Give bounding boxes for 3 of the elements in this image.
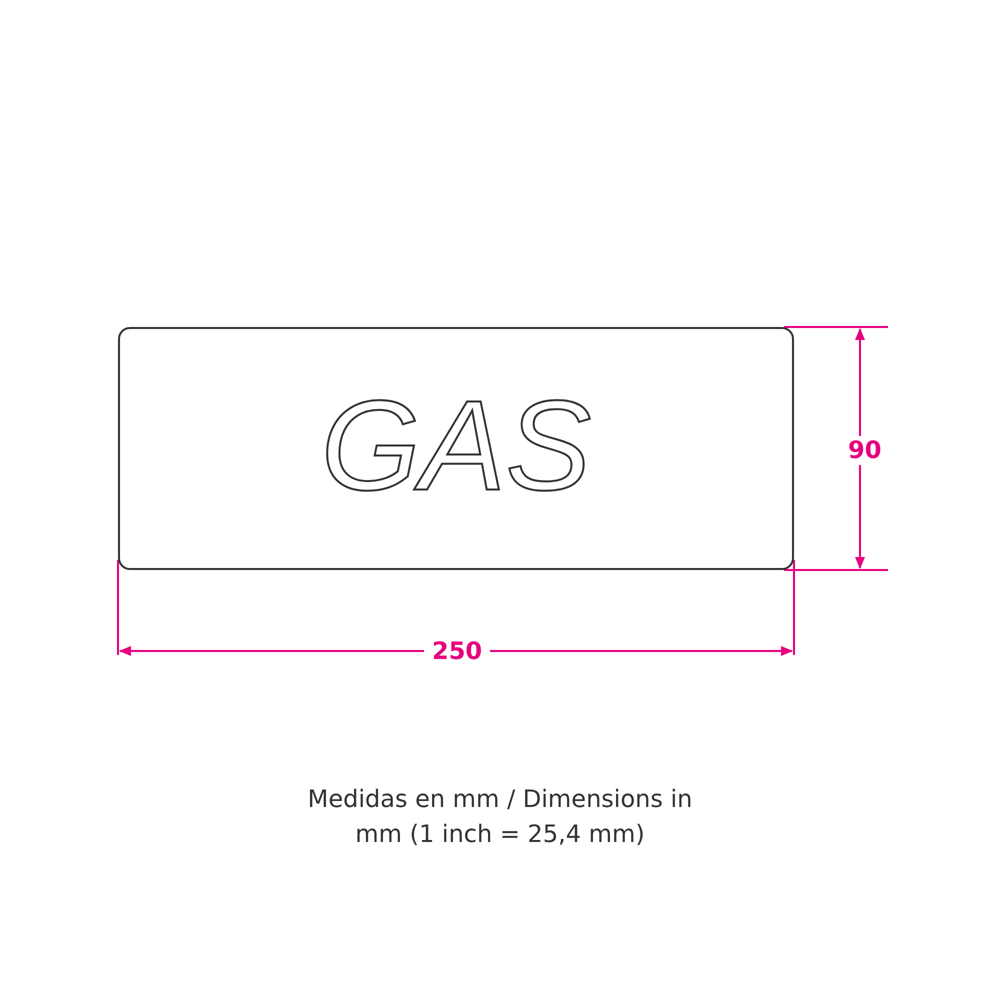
sign-lettering: GAS — [320, 382, 592, 510]
units-note: Medidas en mm / Dimensions in mm (1 inch = 25,4 mm) — [306, 784, 694, 850]
sign-plate — [118, 327, 794, 570]
